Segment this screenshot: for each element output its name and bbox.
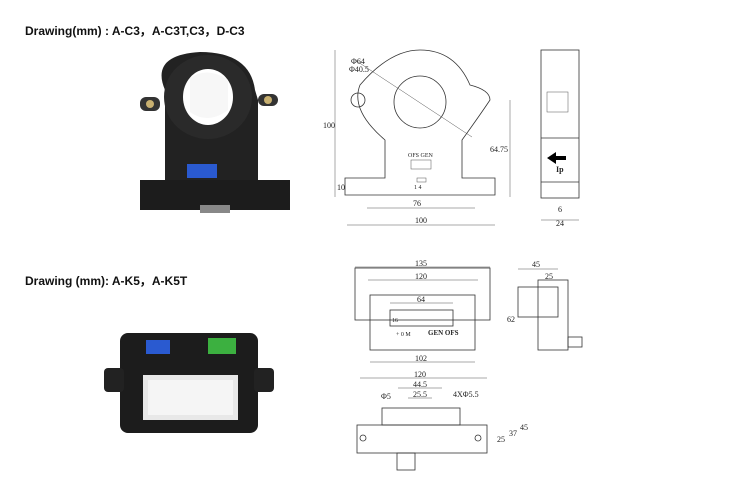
drawing-k5-front: 135 120 64 16 102 + 0 M GEN OFS: [354, 259, 491, 363]
dim-height: 100: [323, 121, 335, 130]
drawing-k5-side: 45 25 62: [507, 260, 583, 351]
dim-hole-25-5: 25.5: [413, 390, 427, 399]
terminal-label: OFS GEN: [408, 153, 434, 159]
dim-height-62: 62: [507, 315, 515, 324]
dim-small: 6: [558, 205, 562, 214]
terminal-blue-icon: [146, 340, 170, 354]
dim-outer-dia: Φ64: [351, 57, 365, 66]
dim-window-64: 64: [417, 295, 425, 304]
section-title-c3: Drawing(mm) : A-C3，A-C3T,C3，D-C3: [25, 24, 245, 38]
dim-width: 100: [415, 216, 427, 225]
drawing-c3-front: Φ64 Φ40.5 100 64.75 10 76 100 OFS GEN 1 …: [323, 49, 511, 226]
dim-center-height: 64.75: [490, 145, 508, 154]
dim-base-height: 10: [337, 183, 345, 192]
drawing-k5-bottom: 120 44.5 25.5 Φ5 4XΦ5.5 25 37 45: [356, 370, 528, 471]
photo-a-c3-sensor: [140, 52, 290, 213]
dim-hole-spec: 4XΦ5.5: [453, 390, 479, 399]
pin-label: 1 4: [414, 185, 422, 191]
section-title-k5: Drawing (mm): A-K5，A-K5T: [25, 274, 188, 288]
arrow-left-icon: [547, 152, 566, 164]
dim-width-135: 135: [415, 259, 427, 268]
dim-hole-44-5: 44.5: [413, 380, 427, 389]
dim-width-120: 120: [414, 370, 426, 379]
dim-hole-spacing: 76: [413, 199, 421, 208]
dim-25: 25: [497, 435, 505, 444]
drawing-c3-side: Ip 6 24: [540, 49, 580, 228]
current-label: Ip: [556, 165, 564, 174]
photo-a-k5-sensor: [104, 333, 274, 433]
dim-base-102: 102: [415, 354, 427, 363]
terminal-green-icon: [208, 338, 236, 354]
dim-45: 45: [520, 423, 528, 432]
dim-window-16: 16: [392, 318, 398, 324]
pin-labels: + 0 M: [396, 332, 411, 338]
dim-depth-45: 45: [532, 260, 540, 269]
terminal-label: GEN OFS: [428, 329, 459, 337]
dim-depth: 24: [556, 219, 564, 228]
dim-hole-dia: Φ5: [381, 392, 391, 401]
dim-width-120: 120: [415, 272, 427, 281]
dim-depth-25: 25: [545, 272, 553, 281]
terminal-block-icon: [187, 164, 217, 178]
dim-37: 37: [509, 429, 517, 438]
dim-inner-dia: Φ40.5: [349, 65, 369, 74]
